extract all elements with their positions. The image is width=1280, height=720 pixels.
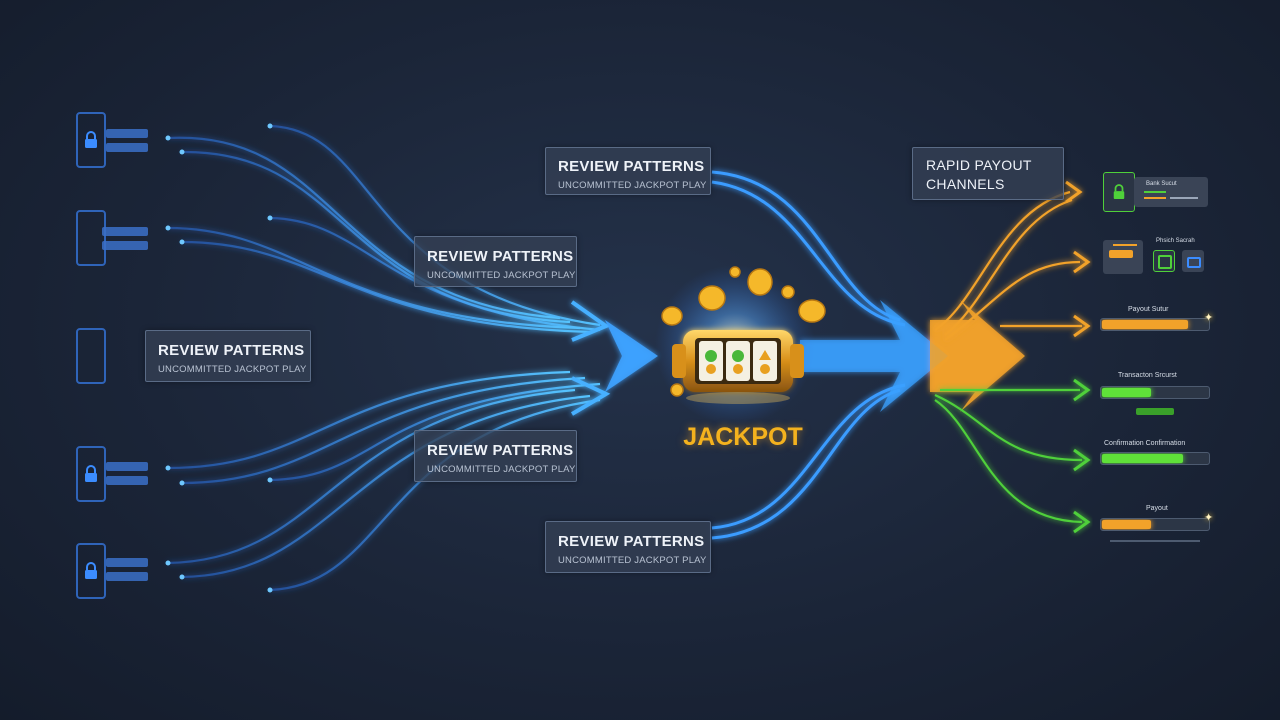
input-flow-lines (167, 124, 640, 592)
channel-wallet-icon (1182, 250, 1204, 272)
channel-progress-fill (1102, 520, 1151, 529)
device-connector (106, 572, 148, 581)
lock-icon (1113, 184, 1125, 199)
review-patterns-box: REVIEW PATTERNS UNCOMMITTED JACKPOT PLAY (145, 330, 311, 382)
phone-icon (76, 446, 106, 502)
channel-label: Payout Sutur (1128, 306, 1169, 313)
sparkle-icon: ✦ (1204, 312, 1214, 324)
bypass-flow-lines (711, 170, 906, 540)
channel-line (1170, 197, 1198, 199)
device-connector (106, 558, 148, 567)
channel-label: Transacton Srcurst (1118, 372, 1177, 379)
device-connector (106, 476, 148, 485)
review-patterns-box: REVIEW PATTERNS UNCOMMITTED JACKPOT PLAY (545, 521, 711, 573)
wallet-icon (1103, 240, 1143, 274)
channel-bank-card: Bank Sucut (1134, 177, 1208, 207)
channel-subline (1110, 540, 1200, 542)
channel-progress-fill (1102, 388, 1151, 397)
device-connector (102, 227, 148, 236)
channel-label: Payout (1146, 505, 1168, 512)
channel-bank-panel (1103, 172, 1135, 212)
channel-subbar (1136, 408, 1174, 415)
channel-progress-bar (1100, 386, 1210, 399)
channel-progress-bar (1100, 518, 1210, 531)
device-connector (106, 143, 148, 152)
review-box-title: REVIEW PATTERNS (427, 442, 574, 459)
review-box-title: REVIEW PATTERNS (427, 248, 574, 265)
review-box-title: REVIEW PATTERNS (158, 342, 305, 359)
slot-machine-icon (655, 265, 815, 425)
lock-icon (85, 465, 97, 482)
review-patterns-box: REVIEW PATTERNS UNCOMMITTED JACKPOT PLAY (545, 147, 711, 195)
channel-card-icon (1153, 250, 1175, 272)
channel-progress-bar (1100, 318, 1210, 331)
phone-icon (76, 210, 106, 266)
channel-progress-fill (1102, 320, 1189, 329)
review-box-subtitle: UNCOMMITTED JACKPOT PLAY (427, 464, 576, 475)
channel-progress-bar (1100, 452, 1210, 465)
review-box-title: REVIEW PATTERNS (558, 158, 705, 175)
channel-line (1144, 197, 1166, 199)
input-dots (165, 123, 273, 593)
channel-label: Confirmation Confirmation (1104, 440, 1186, 447)
device-connector (102, 241, 148, 250)
channel-line (1144, 191, 1166, 193)
review-patterns-box: REVIEW PATTERNS UNCOMMITTED JACKPOT PLAY (414, 236, 577, 287)
device-connector (106, 129, 148, 138)
payout-title-line2: CHANNELS (926, 176, 1005, 192)
input-arrowheads (570, 300, 658, 416)
lock-icon (85, 562, 97, 579)
device-connector (106, 462, 148, 471)
coin-icons (661, 266, 826, 397)
review-box-title: REVIEW PATTERNS (558, 533, 705, 550)
phone-icon (76, 328, 106, 384)
review-patterns-box: REVIEW PATTERNS UNCOMMITTED JACKPOT PLAY (414, 430, 577, 482)
review-box-subtitle: UNCOMMITTED JACKPOT PLAY (158, 364, 307, 375)
output-arrowheads (1065, 180, 1091, 534)
review-box-subtitle: UNCOMMITTED JACKPOT PLAY (558, 555, 707, 566)
phone-icon (76, 543, 106, 599)
output-arrow (800, 300, 1025, 412)
output-branches (934, 190, 1083, 524)
payout-channels-box: RAPID PAYOUT CHANNELS (912, 147, 1064, 200)
channel-label: Bank Sucut (1146, 181, 1177, 187)
review-box-subtitle: UNCOMMITTED JACKPOT PLAY (427, 270, 576, 281)
lock-icon (85, 131, 97, 148)
channel-label: Phsich Sacrah (1156, 238, 1195, 244)
payout-title-line1: RAPID PAYOUT (926, 157, 1032, 173)
channel-progress-fill (1102, 454, 1183, 463)
jackpot-label: JACKPOT (683, 423, 803, 451)
phone-icon (76, 112, 106, 168)
sparkle-icon: ✦ (1204, 512, 1214, 524)
review-box-subtitle: UNCOMMITTED JACKPOT PLAY (558, 180, 707, 191)
